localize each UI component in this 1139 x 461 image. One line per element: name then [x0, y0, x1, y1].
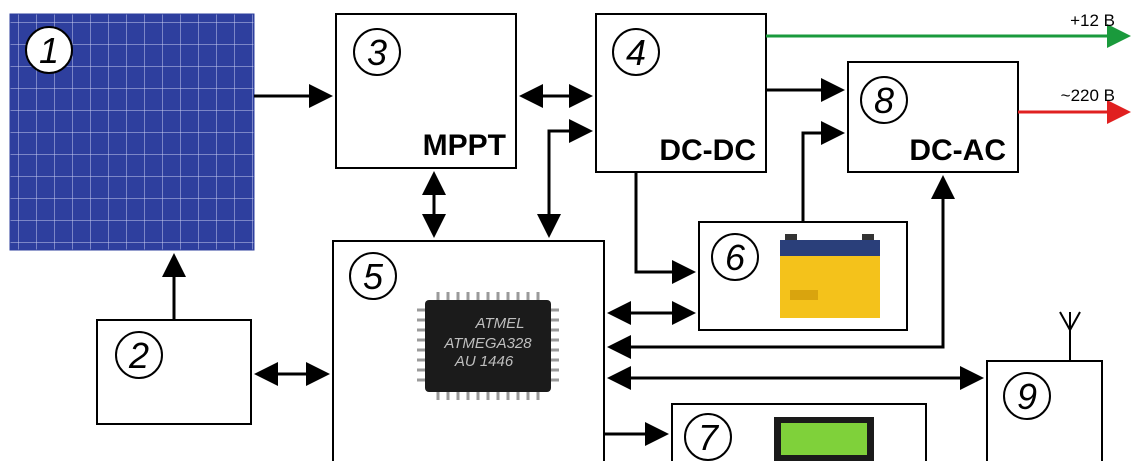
dc-output-label: +12 В: [1070, 11, 1115, 30]
arrow-battery-to-inverter: [801, 121, 845, 222]
lcd-icon: [774, 417, 874, 461]
arrow-controller-dcdc: [537, 119, 593, 238]
block-8-marker: [860, 76, 908, 124]
block-4-marker: [612, 28, 660, 76]
battery-block: 6: [698, 221, 908, 331]
block-6-number: 6: [725, 237, 746, 278]
controller-block: 5 ATMEL ATMEGA328 AU 1446: [332, 240, 605, 461]
dc-dc-block: 4 DC-DC: [595, 13, 767, 173]
block-8-number: 8: [874, 80, 894, 121]
chip-code: AU 1446: [454, 353, 514, 370]
chip-logo: ATMEL: [475, 315, 525, 332]
ac-output-label: ~220 В: [1061, 86, 1115, 105]
block-2: 2: [96, 319, 252, 425]
battery-icon: [780, 234, 880, 318]
antenna-icon: [1059, 311, 1081, 361]
chip-body: [425, 300, 551, 392]
block-5-number: 5: [363, 256, 384, 297]
block-2-box: [96, 319, 252, 425]
outputs: +12 В ~220 В: [766, 11, 1131, 124]
dc-ac-label: DC-AC: [909, 134, 1006, 167]
arrow-dcdc-to-battery: [634, 172, 696, 284]
dc-dc-label: DC-DC: [659, 134, 756, 167]
mppt-label: MPPT: [423, 129, 506, 162]
block-3-number: 3: [367, 32, 387, 73]
mppt-block: 3 MPPT: [335, 13, 517, 169]
block-7-number: 7: [698, 417, 720, 458]
solar-panel-block: 1: [9, 13, 255, 251]
block-5-marker: [349, 252, 397, 300]
dc-ac-block: 8 DC-AC: [847, 61, 1019, 173]
block-2-number: 2: [128, 335, 149, 376]
microcontroller-chip: ATMEL ATMEGA328 AU 1446: [417, 292, 559, 400]
block-3-marker: [353, 28, 401, 76]
block-1-marker: [25, 26, 73, 74]
block-7-marker: [684, 413, 732, 461]
block-9-marker: [1003, 372, 1051, 420]
block-4-number: 4: [626, 32, 646, 73]
arrow-controller-inverter: [607, 175, 955, 359]
connections: [162, 78, 984, 446]
block-1-number: 1: [39, 30, 59, 71]
chip-model: ATMEGA328: [443, 335, 532, 352]
mppt-box: [335, 13, 517, 169]
display-block: 7: [671, 403, 927, 461]
block-2-marker: [115, 331, 163, 379]
radio-block: 9: [986, 311, 1103, 461]
block-9-number: 9: [1017, 376, 1037, 417]
